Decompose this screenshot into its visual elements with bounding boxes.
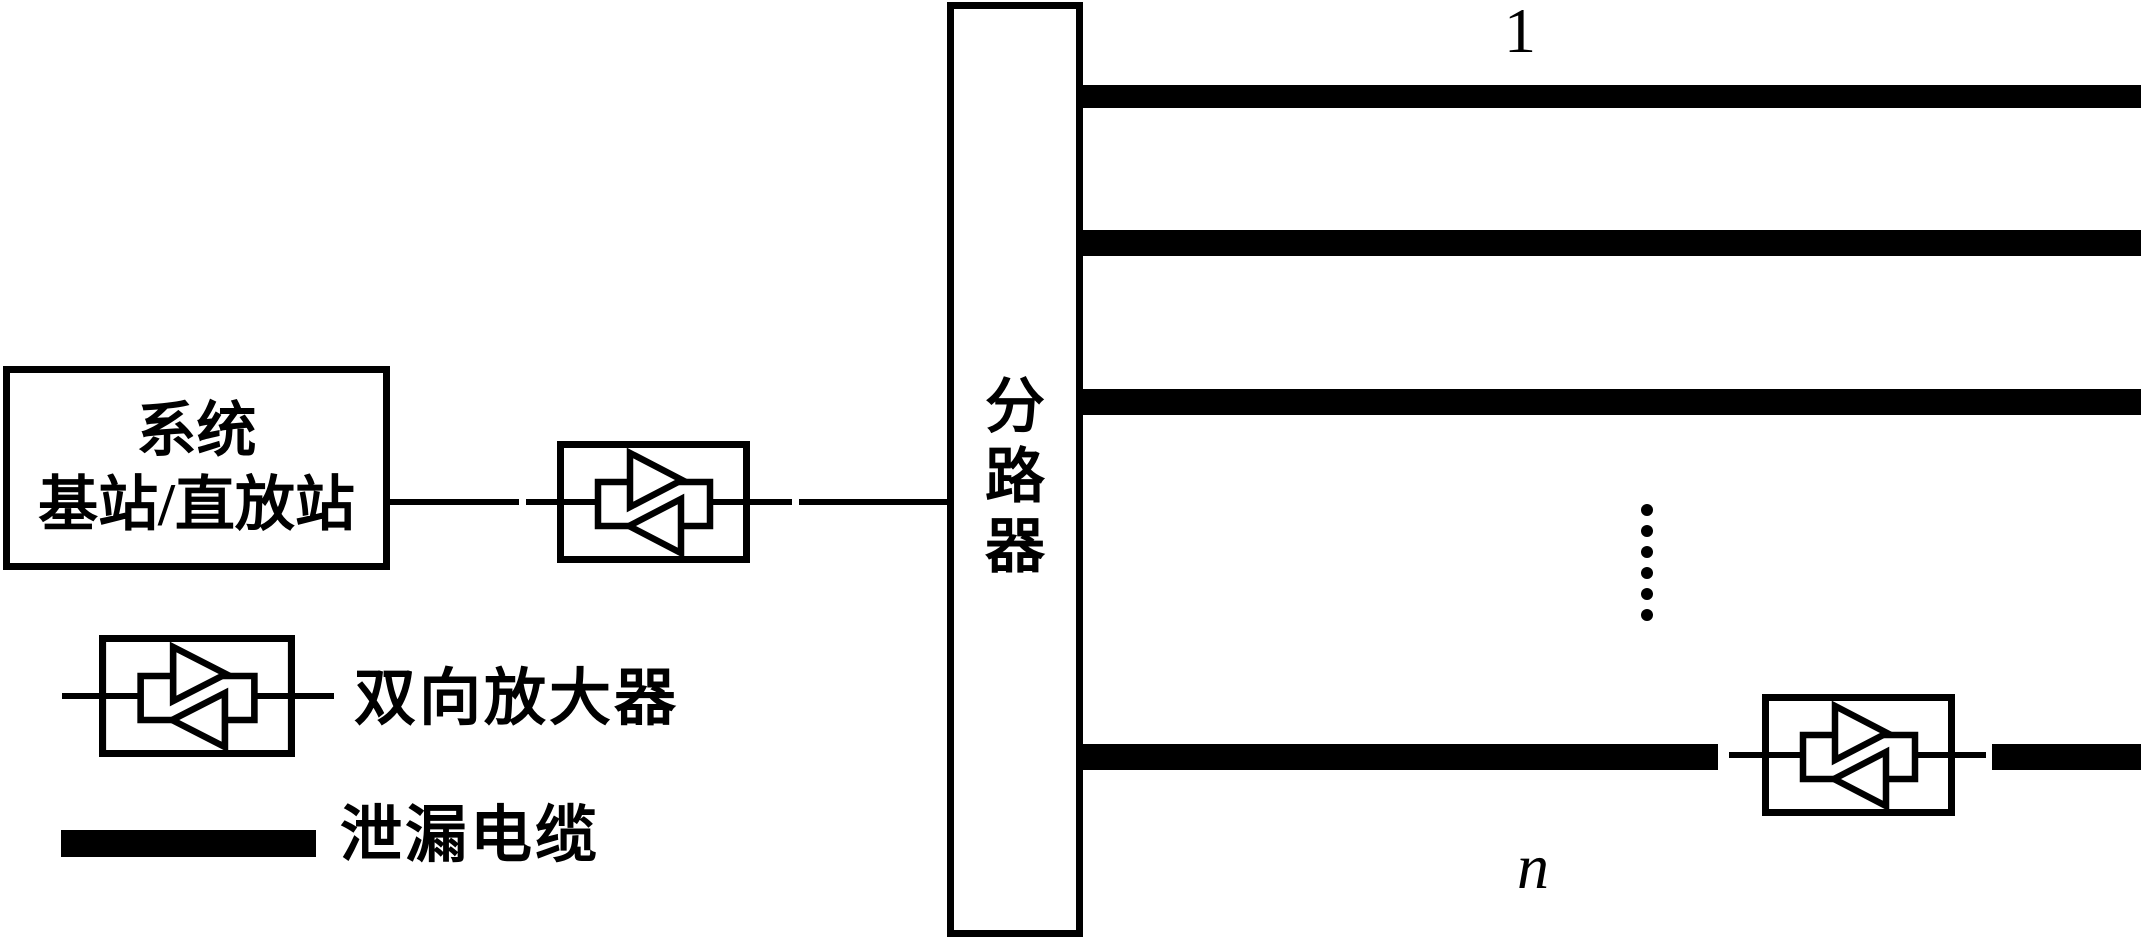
dot-icon (1641, 525, 1653, 537)
leaky-cable-2 (1083, 230, 2141, 256)
splitter-label-char-1: 分 (985, 374, 1045, 440)
legend-amplifier-symbol (99, 635, 295, 757)
legend-cable-label: 泄漏电缆 (340, 802, 601, 870)
leaky-cable-n-segment-2 (1992, 744, 2141, 770)
splitter-label-char-2: 路 (985, 444, 1045, 510)
dot-icon (1641, 504, 1653, 516)
base-station-label-line2: 基站/直放站 (38, 472, 355, 538)
ellipsis-dots (1641, 504, 1653, 630)
branch-line-segment-1 (1729, 752, 1762, 758)
bidirectional-amplifier-symbol-trunk (557, 441, 750, 563)
branch-line-segment-2 (1953, 752, 1986, 758)
legend-cable-swatch (61, 830, 316, 857)
splitter-box (947, 2, 1083, 937)
dot-icon (1641, 546, 1653, 558)
dot-icon (1641, 609, 1653, 621)
trunk-line-segment-1 (390, 499, 519, 505)
trunk-line-segment-3 (748, 499, 792, 505)
legend-amplifier-lead-left (62, 693, 102, 699)
leaky-cable-n-segment-1 (1083, 744, 1718, 770)
legend-amplifier-label: 双向放大器 (354, 665, 680, 733)
base-station-label-line1: 系统 (136, 398, 257, 464)
cable-n-label: n (1517, 831, 1549, 902)
base-station-box: 系统 基站/直放站 (3, 366, 390, 570)
leaky-cable-1 (1083, 85, 2141, 108)
dot-icon (1641, 588, 1653, 600)
trunk-line-segment-4 (799, 499, 949, 505)
dot-icon (1641, 567, 1653, 579)
legend-amplifier-lead-right (293, 693, 334, 699)
splitter-label-char-3: 器 (985, 514, 1045, 580)
cable-1-label: 1 (1504, 0, 1536, 66)
trunk-line-segment-2 (526, 499, 559, 505)
leaky-cable-3 (1083, 389, 2141, 415)
splitter-label: 分 路 器 (947, 372, 1083, 582)
bidirectional-amplifier-symbol-branch (1762, 694, 1955, 816)
